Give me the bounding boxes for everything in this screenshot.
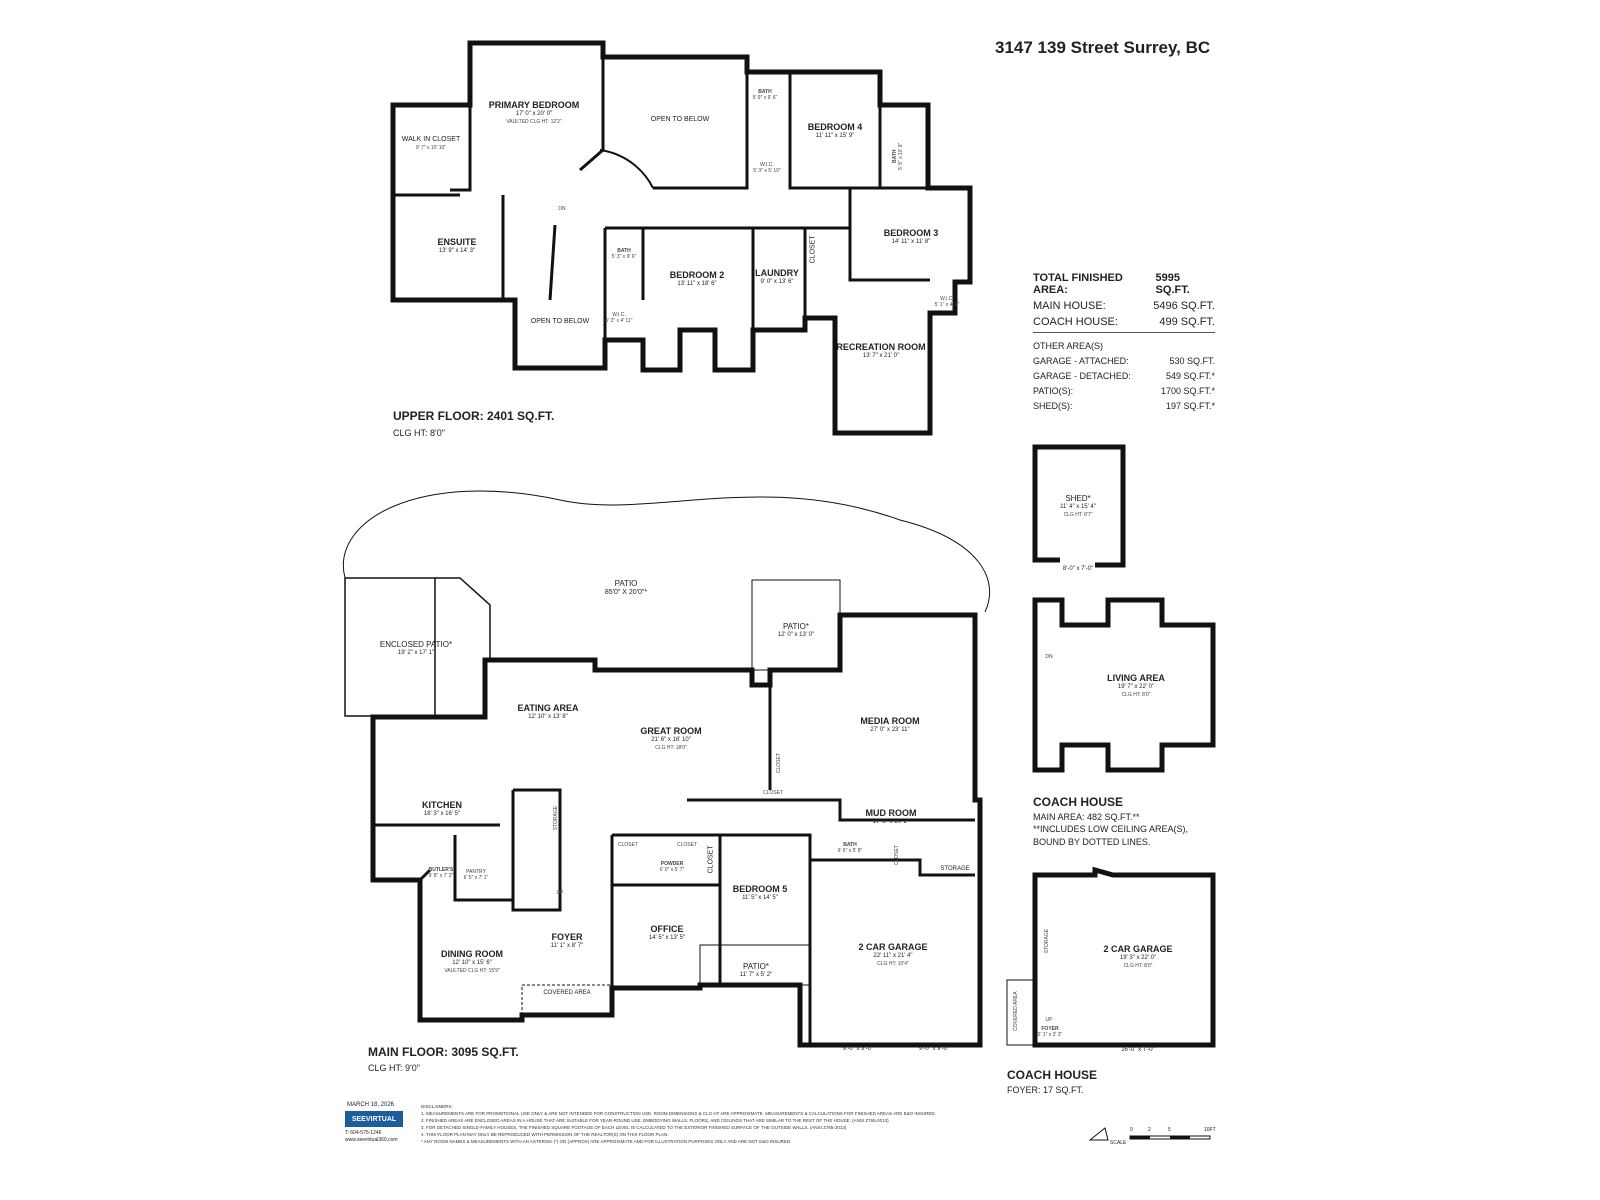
room-covered-area: COVERED AREA: [543, 990, 591, 996]
room-wic: W.I.C.5' 3" x 4' 11": [605, 312, 633, 325]
upper-floor-walls: [393, 57, 930, 340]
room-closet: CLOSET: [893, 845, 900, 866]
disclaimers: DISCLAIMERS: 1. MEASUREMENTS ARE FOR PRO…: [421, 1104, 936, 1144]
shed-outline: [1032, 444, 1126, 568]
plan-date: MARCH 18, 2026: [347, 1102, 395, 1108]
room-closet: CLOSET: [707, 845, 715, 874]
north-arrow-icon: [1088, 1127, 1109, 1141]
room-wic: W.I.C.5' 3" x 5' 10": [753, 162, 781, 175]
property-address: 3147 139 Street Surrey, BC: [995, 38, 1211, 57]
main-floor-ceiling: CLG HT: 9'0": [368, 1063, 420, 1073]
coach-upper-outline: [1032, 597, 1216, 773]
divider: [1033, 332, 1215, 333]
room-wic: W.I.C.5' 1" x 4' 2": [934, 296, 960, 309]
garage-door-size: 9'-0" x 9'-0": [842, 1046, 874, 1052]
main-floor-outline: [370, 612, 983, 1048]
room-shed: SHED*11' 4" x 15' 4"CLG HT: 8'7": [1060, 494, 1096, 518]
room-patio: PATIO*12' 0" x 13' 0": [777, 622, 815, 638]
room-closet: CLOSET: [762, 790, 784, 796]
area-summary: TOTAL FINISHED AREA:5995 SQ.FT. MAIN HOU…: [1033, 272, 1215, 411]
coach-house-lower-info: COACH HOUSE FOYER: 17 SQ.FT.: [1007, 1068, 1098, 1095]
coach-lower-outline: [1032, 866, 1216, 1048]
upper-floor-ceiling: CLG HT: 8'0": [393, 428, 445, 438]
room-open-to-below: OPEN TO BELOW: [530, 318, 590, 325]
enclosed-patio-outline: [344, 577, 436, 717]
room-covered-area: COVERED AREA: [1012, 991, 1019, 1031]
room-closet: CLOSET: [676, 842, 698, 848]
stairs-up-label: UP: [1045, 1017, 1053, 1023]
room-storage: STORAGE: [940, 866, 970, 872]
room-closet: CLOSET: [775, 753, 782, 774]
stairs-up-label: UP: [556, 890, 564, 896]
stairs-down-label: DN: [1045, 654, 1053, 660]
shed-door-size: 8'-0" x 7'-0": [1062, 566, 1094, 572]
main-floor-title: MAIN FLOOR: 3095 SQ.FT.: [368, 1045, 519, 1059]
garage-door-size: 9'-0" x 9'-0": [918, 1046, 950, 1052]
room-patio: PATIO*11' 7" x 5' 2": [739, 962, 773, 978]
room-enclosed-patio: ENCLOSED PATIO*19' 2" x 17' 1": [379, 640, 453, 656]
stairs-down-label: DN: [558, 206, 566, 212]
upper-floor-title: UPPER FLOOR: 2401 SQ.FT.: [393, 409, 555, 423]
room-storage: STORAGE: [1043, 928, 1050, 954]
patio-curve: [342, 490, 990, 613]
room-open-to-below: OPEN TO BELOW: [650, 116, 710, 123]
room-closet: CLOSET: [809, 235, 817, 264]
scale-bar: [1088, 1127, 1211, 1141]
room-closet: CLOSET: [617, 842, 639, 848]
coach-house-upper-info: COACH HOUSE MAIN AREA: 482 SQ.FT.** **IN…: [1033, 795, 1189, 847]
patio-outline: [751, 579, 841, 671]
garage-door-size: 16'-0" x 7'-0": [1121, 1047, 1155, 1053]
room-storage: STORAGE: [552, 805, 559, 831]
seevirtual-logo: SEEVIRTUAL: [345, 1111, 403, 1127]
